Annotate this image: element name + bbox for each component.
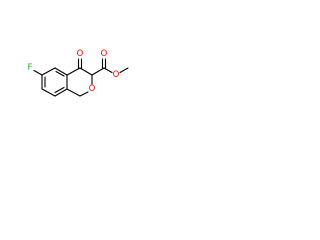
ester-carbonyl-oxygen-label: O	[101, 49, 108, 59]
bond-c3-ester-c	[91, 67, 105, 76]
ketone-oxygen-label: O	[77, 49, 84, 59]
bond-c8a-c4a	[54, 67, 68, 76]
bond-c4-c3	[79, 67, 93, 76]
bond-c6-fluorine	[33, 69, 43, 76]
double-bond-c7-c8	[54, 86, 65, 94]
bond-c4a-c5	[41, 67, 56, 76]
bond-o2-c1	[79, 91, 89, 97]
ring-oxygen-label: O	[89, 84, 96, 94]
ester-alkoxy-oxygen-label: O	[113, 70, 120, 80]
bond-alkoxy-o-methyl	[119, 67, 129, 74]
bond-c8a-c4	[66, 67, 81, 76]
bond-c6-c7	[41, 88, 56, 97]
bond-c1-c8	[66, 88, 81, 97]
bond-c7-c8	[54, 88, 68, 97]
fluorine-label: F	[28, 63, 33, 73]
bond-ester-c-alkoxy-o	[103, 67, 113, 74]
molecule-structure: F O O O O	[28, 49, 129, 97]
double-bond-c4a-c8a	[55, 70, 65, 77]
